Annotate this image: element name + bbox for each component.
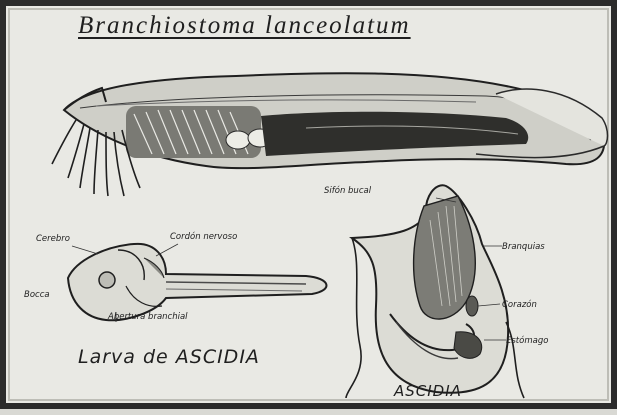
ascidia-caption: ASCIDIA (394, 382, 462, 400)
label-branquias: Branquias (502, 242, 545, 252)
larva-caption: Larva de ASCIDIA (78, 346, 260, 368)
label-corazon: Corazón (502, 300, 537, 310)
label-cordon-nervoso: Cordón nervoso (170, 232, 237, 242)
branchiostoma-figure (52, 73, 608, 196)
ascidia-figure (346, 185, 524, 398)
ascidian-larva-figure (68, 244, 326, 322)
label-bocca: Bocca (24, 290, 50, 300)
label-cerebro: Cerebro (36, 234, 70, 244)
label-sifon-bucal: Sifón bucal (324, 186, 371, 196)
label-abertura-branchial: Abertura branchial (108, 312, 188, 322)
label-estomago: Estómago (506, 336, 548, 346)
